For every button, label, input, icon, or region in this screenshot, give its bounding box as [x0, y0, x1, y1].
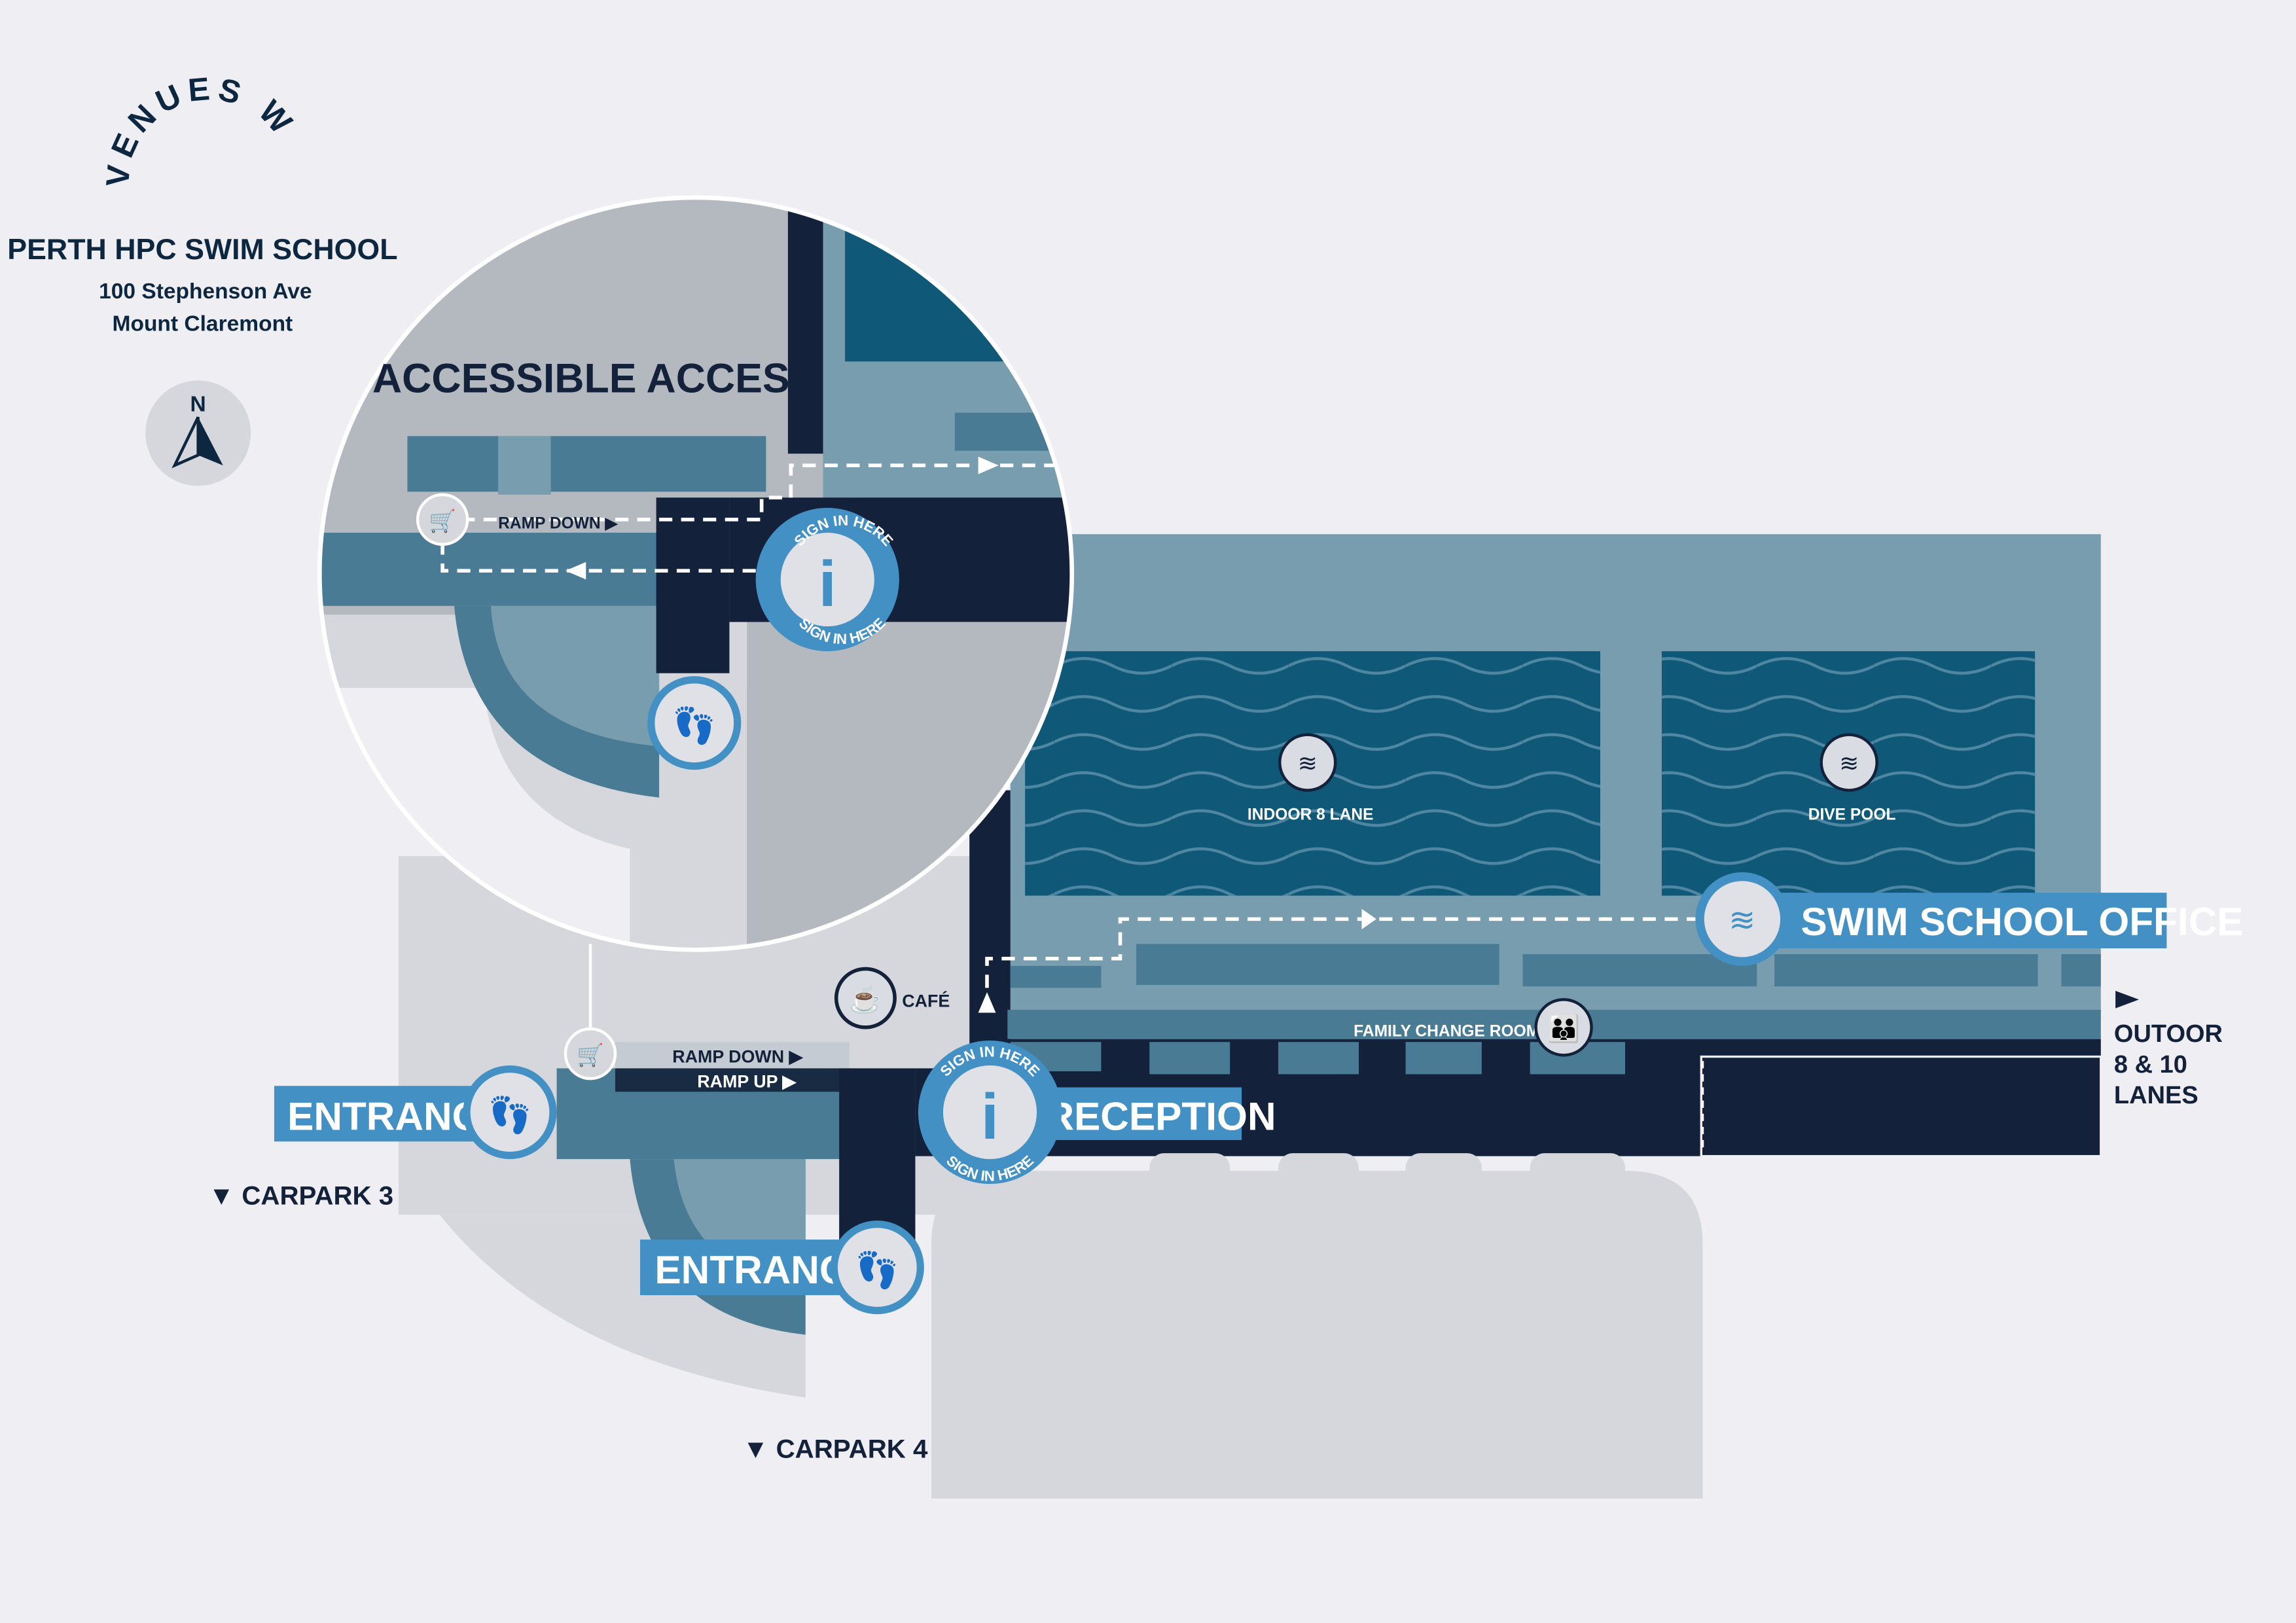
svg-text:☕: ☕: [849, 984, 882, 1014]
svg-text:👣: 👣: [672, 704, 716, 747]
ramp-up-label: RAMP UP ▶: [697, 1072, 797, 1092]
outdoor-label-3: LANES: [2114, 1082, 2198, 1109]
info-icon: i: [819, 548, 836, 620]
address-line-2: Mount Claremont: [113, 312, 293, 336]
ramp-down-label: RAMP DOWN ▶: [672, 1047, 803, 1067]
info-icon: i: [981, 1080, 999, 1152]
indoor-pool-label: INDOOR 8 LANE: [1247, 806, 1374, 823]
svg-text:SWIM SCHOOL OFFICE: SWIM SCHOOL OFFICE: [1801, 899, 2243, 944]
swimmer-icon: [1704, 881, 1781, 957]
carpark-3-label: ▼ CARPARK 3: [208, 1181, 393, 1210]
carpark-4-label: ▼ CARPARK 4: [743, 1434, 928, 1463]
svg-text:👪: 👪: [1547, 1014, 1580, 1044]
footprints-icon: 👣: [488, 1094, 532, 1136]
svg-text:≋: ≋: [1729, 902, 1755, 938]
svg-text:🛒: 🛒: [429, 508, 456, 533]
reception-marker[interactable]: RECEPTION i SIGN IN HERE SIGN IN HERE: [918, 1040, 1276, 1185]
outdoor-label-1: OUTOOR: [2114, 1020, 2223, 1048]
footprints-icon: 👣: [647, 676, 742, 770]
cafe-icon: ☕: [834, 967, 897, 1029]
route-to-office: [985, 917, 1698, 1010]
svg-text:≋: ≋: [1839, 751, 1859, 777]
pram-icon: 🛒: [564, 1027, 617, 1080]
pram-icon: 🛒: [416, 493, 469, 546]
family-change-room-label: FAMILY CHANGE ROOM: [1354, 1022, 1539, 1040]
entrance-bottom-marker[interactable]: ENTRANCE 👣: [640, 1221, 924, 1315]
family-icon: 👪: [1534, 998, 1593, 1057]
inset-title: ACCESSIBLE ACCESS: [372, 355, 817, 401]
diving-icon: ≋: [1820, 733, 1878, 792]
svg-text:🛒: 🛒: [577, 1043, 604, 1068]
address-line-1: 100 Stephenson Ave: [99, 279, 312, 304]
svg-text:RECEPTION: RECEPTION: [1045, 1094, 1276, 1138]
swimming-icon: ≋: [1278, 733, 1337, 792]
swim-school-office-marker[interactable]: SWIM SCHOOL OFFICE ≋: [1695, 872, 2244, 966]
outdoor-label-2: 8 & 10: [2114, 1051, 2187, 1079]
svg-text:≋: ≋: [1298, 751, 1318, 777]
venue-name: PERTH HPC SWIM SCHOOL: [7, 234, 397, 266]
venues-west-logo: VENUES WEST: [0, 0, 303, 188]
svg-text:N: N: [190, 392, 206, 416]
dive-pool-label: DIVE POOL: [1808, 806, 1896, 823]
entrance-left-marker[interactable]: ENTRANCE 👣: [274, 1065, 557, 1160]
carpark-area: [931, 1170, 1703, 1499]
cafe-label: CAFÉ: [902, 991, 950, 1011]
inset-sign-in-marker: i SIGN IN HERE SIGN IN HERE: [755, 507, 899, 652]
footprints-icon: 👣: [855, 1249, 899, 1291]
outdoor-arrow-icon: [2115, 990, 2139, 1008]
north-compass-icon: N: [145, 380, 251, 486]
inset-ramp-down-label: RAMP DOWN ▶: [498, 514, 619, 532]
